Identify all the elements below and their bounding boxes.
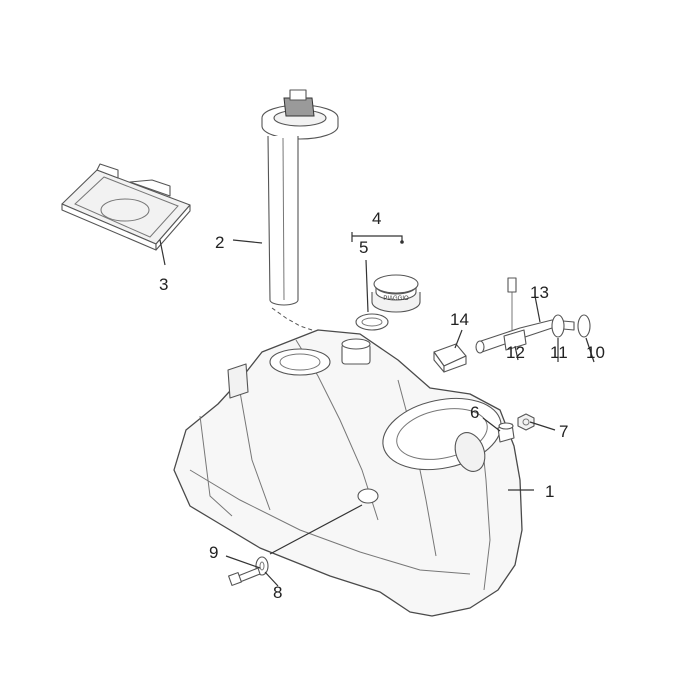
fuel-cap-icon: PIAGGIO [371, 274, 421, 313]
callout-13: 13 [530, 283, 549, 302]
gasket-ring-icon [355, 313, 389, 331]
callout-7: 7 [559, 422, 568, 441]
rubber-grommet-icon [433, 343, 467, 373]
breather-pipe-icon [475, 277, 575, 354]
callout-11: 11 [550, 343, 568, 362]
callout-2: 2 [215, 233, 224, 252]
callout-labels: 1 2 3 4 5 6 7 8 9 10 11 12 13 14 [159, 209, 605, 602]
nut-icon [517, 413, 535, 431]
callout-1: 1 [545, 482, 554, 501]
hose-clamp-icon [551, 314, 565, 338]
callout-10: 10 [586, 343, 605, 362]
callout-5: 5 [359, 238, 368, 257]
leader-lines [159, 232, 595, 587]
callout-3: 3 [159, 275, 168, 294]
fuel-tank-icon [173, 329, 523, 617]
cap-brand-text: PIAGGIO [383, 296, 409, 302]
spacer-bush-icon [497, 422, 515, 443]
callout-6: 6 [470, 403, 479, 422]
cover-plate-icon [61, 163, 191, 251]
fuel-level-sender-icon [261, 89, 339, 333]
bracket-icon [503, 329, 527, 351]
callout-8: 8 [273, 583, 282, 602]
callout-4: 4 [372, 209, 381, 228]
callout-14: 14 [450, 310, 469, 329]
hose-clamp-icon [577, 314, 591, 338]
callout-9: 9 [209, 543, 218, 562]
callout-12: 12 [506, 343, 525, 362]
bolt-icon [228, 567, 261, 586]
